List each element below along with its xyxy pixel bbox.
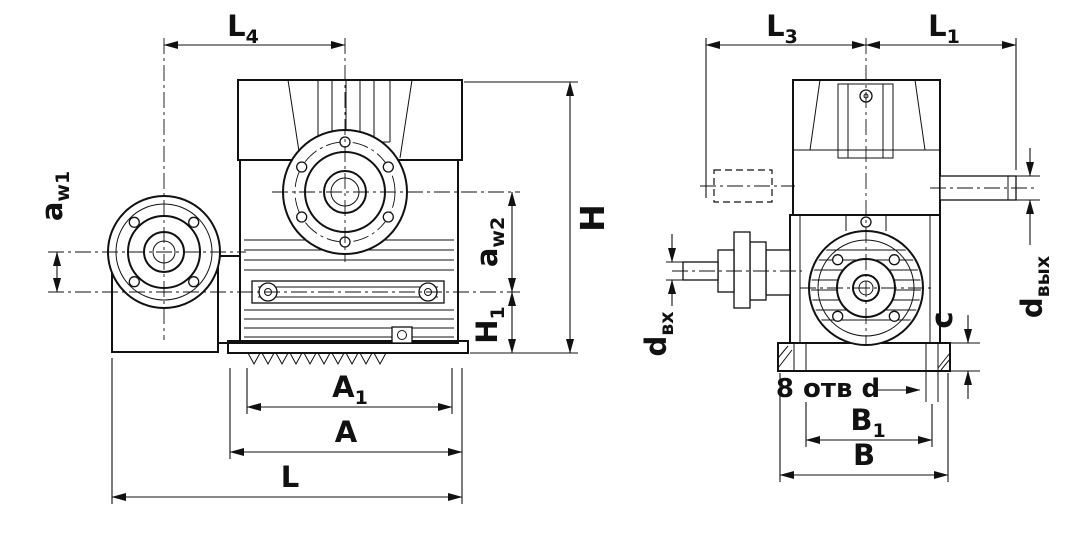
bolt-hole — [888, 254, 900, 266]
bolt-hole — [188, 216, 200, 228]
bolt-hole — [296, 161, 308, 173]
bolt-hole — [382, 211, 394, 223]
front-centerlines — [48, 38, 520, 340]
dim-label-h: H — [573, 204, 612, 232]
dimension-aw1: aw1 — [35, 171, 74, 293]
dimension-h1: H1 — [470, 291, 516, 354]
dimension-c: c — [925, 311, 980, 399]
side-hidden-input — [713, 169, 773, 203]
front-view — [48, 38, 520, 366]
dim-label-l1: L1 — [928, 9, 960, 48]
dimension-a: A — [229, 368, 463, 504]
dimensions: L4 aw1 H aw2 H1 A1 — [35, 9, 1054, 504]
bolt-hole — [832, 254, 844, 266]
dimension-holes: 8 отв d — [776, 374, 921, 404]
dimension-l1: L1 — [865, 9, 1017, 170]
bolt-hole — [128, 216, 140, 228]
dimension-l3: L3 — [705, 9, 867, 198]
front-drain-plug — [391, 326, 413, 344]
dim-label-l4: L4 — [227, 9, 259, 48]
bolt-hole — [296, 211, 308, 223]
dimension-a1: A1 — [246, 368, 453, 414]
dimension-aw2: aw2 — [470, 191, 516, 293]
dimension-l: L — [111, 358, 463, 504]
front-adapter — [217, 255, 241, 344]
dim-label-b1: B1 — [850, 403, 885, 442]
dim-label-d-in: dвх — [639, 311, 678, 356]
dim-label-a1: A1 — [332, 370, 368, 409]
dim-label-a: A — [335, 415, 358, 449]
side-input-shaft — [682, 231, 791, 309]
dim-label-aw2: aw2 — [470, 217, 509, 267]
dim-label-aw1: aw1 — [35, 171, 74, 221]
bolt-hole — [128, 276, 140, 288]
bolt-hole — [382, 161, 394, 173]
dimension-b1: B1 — [805, 402, 933, 447]
dimension-d-out: dвых — [1015, 148, 1054, 318]
dim-label-l: L — [281, 460, 299, 494]
dim-label-d-out: dвых — [1015, 256, 1054, 318]
dim-label-l3: L3 — [766, 9, 798, 48]
front-base — [227, 340, 469, 366]
bolt-hole — [188, 276, 200, 288]
dim-label-c: c — [925, 311, 959, 328]
dim-label-b: B — [853, 438, 875, 472]
bolt-hole — [832, 310, 844, 322]
dim-label-h1: H1 — [470, 306, 509, 344]
dimension-b: B — [779, 373, 949, 482]
side-view — [672, 38, 1038, 402]
dimension-h: H — [464, 81, 612, 354]
dimension-l4: L4 — [163, 9, 346, 49]
bolt-hole — [888, 310, 900, 322]
side-centerlines — [672, 38, 1038, 345]
dim-label-holes: 8 отв d — [776, 374, 880, 404]
side-upper-housing — [792, 79, 941, 216]
dimension-d-in: dвх — [639, 234, 686, 357]
